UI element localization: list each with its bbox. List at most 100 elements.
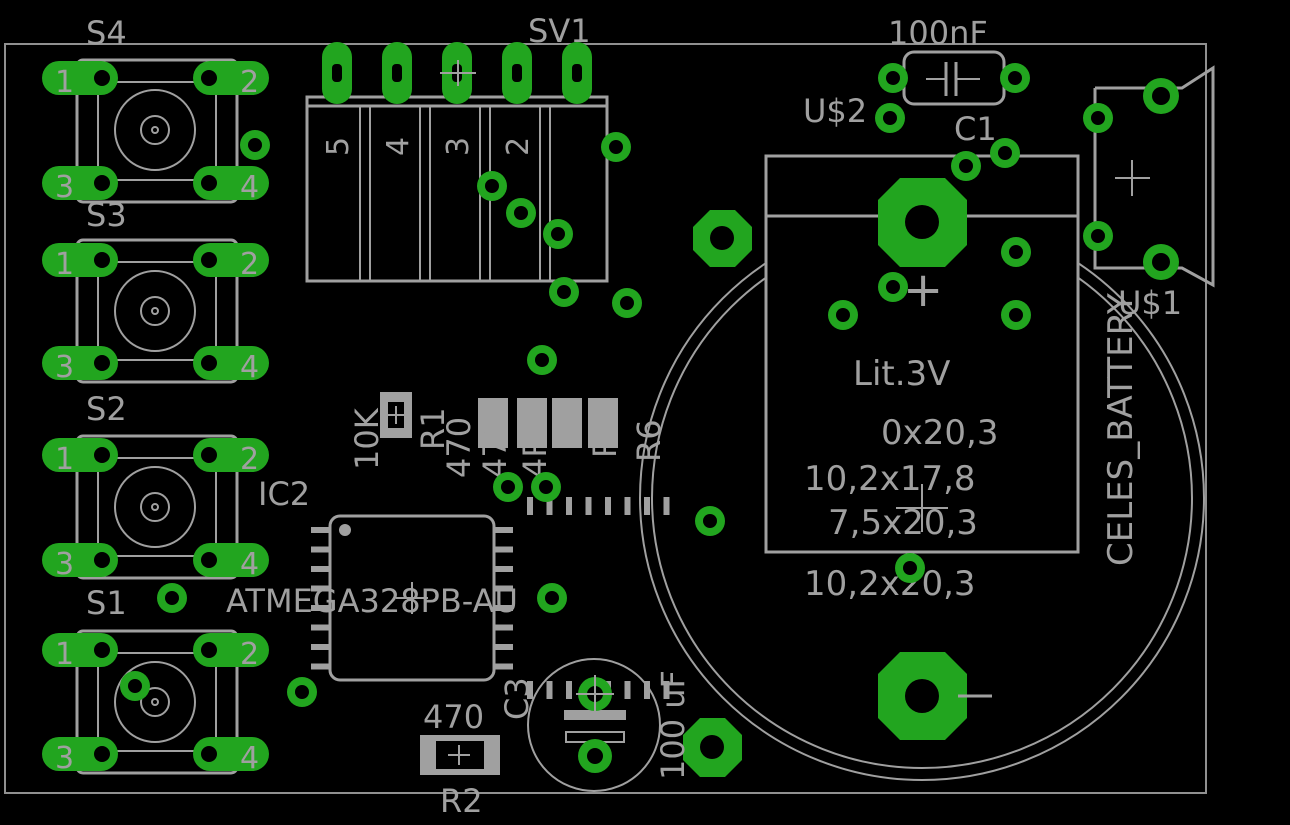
battery-dim-3: 7,5x20,3: [828, 503, 978, 543]
switch-s3[interactable]: 1 2 3 4: [42, 238, 269, 385]
ic-pin: [311, 644, 329, 650]
switch-s1[interactable]: 1 2 3 4: [42, 629, 269, 776]
board-outline: [4, 43, 1207, 794]
switch-s3-pin4: 4: [240, 350, 259, 385]
via-hole: [609, 140, 623, 154]
label-r4-value: 470: [476, 417, 514, 478]
ic-pin: [495, 546, 513, 553]
via-hole: [883, 111, 897, 125]
label-s4: S4: [86, 14, 127, 52]
resistor-r2[interactable]: [420, 735, 500, 775]
ic-pin: [546, 497, 553, 515]
via-hole: [1009, 308, 1023, 322]
switch-s3-pin1: 1: [55, 247, 74, 282]
capacitor-c3[interactable]: [527, 658, 661, 792]
battery-name: CELES_BATTERY: [1101, 293, 1141, 566]
switch-s4-pin1: 1: [55, 65, 74, 100]
label-u2: U$2: [803, 92, 867, 130]
ic-pin: [624, 497, 631, 515]
switch-s1-pin3: 3: [55, 741, 74, 776]
ic-pin: [566, 681, 572, 699]
ic-pin: [605, 497, 611, 515]
via-hole: [836, 308, 850, 322]
label-s3: S3: [86, 196, 127, 234]
via-hole: [557, 285, 571, 299]
ic-pin: [495, 605, 513, 611]
label-c3-value: 100 uF: [654, 670, 692, 780]
capacitor-c1[interactable]: [878, 50, 1030, 106]
switch-s2-pin1: 1: [55, 442, 74, 477]
chip-ic2[interactable]: [311, 497, 670, 699]
ic-pin: [311, 546, 329, 553]
label-r6: R6: [630, 419, 668, 462]
ic-pin: [311, 605, 329, 611]
ic-pin: [311, 566, 329, 572]
switch-s1-pin2: 2: [240, 637, 259, 672]
switch-s4-pin3: 3: [55, 170, 74, 205]
switch-s2-pin3: 3: [55, 547, 74, 582]
ic-pin: [644, 681, 650, 699]
via-group: [120, 103, 1031, 707]
via-hole: [1009, 245, 1023, 259]
battery-side-pads: [683, 210, 752, 777]
label-ic2: IC2: [258, 475, 310, 513]
resistor-r1[interactable]: [380, 392, 412, 438]
via-hole: [539, 480, 553, 494]
header-pin-5: 5: [321, 137, 356, 156]
via-hole: [998, 146, 1012, 160]
ic-pin: [495, 585, 513, 592]
label-ic2-value: ATMEGA328PB-AU: [226, 582, 518, 620]
switch-s3-pin2: 2: [240, 247, 259, 282]
label-sv1: SV1: [528, 12, 591, 50]
via-hole: [535, 353, 549, 367]
label-s1: S1: [86, 584, 127, 622]
ic-pin: [644, 497, 650, 515]
switch-s2-pin2: 2: [240, 442, 259, 477]
switch-s4-pin4: 4: [240, 170, 259, 205]
resistor-array[interactable]: [478, 398, 618, 448]
via-hole: [903, 561, 917, 575]
ic-pin: [663, 681, 670, 699]
label-r1-value: 10K: [348, 407, 386, 470]
ic-pin: [566, 497, 572, 515]
ic-pin: [495, 624, 513, 631]
header-pin-3: 3: [441, 137, 476, 156]
ic-pin: [527, 497, 533, 515]
ic-pin: [624, 681, 631, 699]
label-r2: R2: [440, 782, 483, 820]
label-r1: R1: [414, 407, 452, 450]
switch-s4[interactable]: 1 2 3 4: [42, 58, 269, 205]
via-hole: [551, 227, 565, 241]
ic-pin: [311, 663, 329, 670]
ic-pin: [311, 585, 329, 592]
via-hole: [514, 206, 528, 220]
via-hole: [620, 296, 634, 310]
ic-pin: [495, 644, 513, 650]
label-r3-value: 470: [440, 417, 478, 478]
label-c1: C1: [954, 110, 997, 148]
via-hole: [295, 685, 309, 699]
battery-dim-1: 0x20,3: [881, 413, 998, 453]
battery-type: Lit.3V: [853, 354, 950, 394]
via-hole: [485, 179, 499, 193]
ic-pin: [663, 497, 670, 515]
header-pin-2: 2: [501, 137, 536, 156]
ic-pin: [311, 624, 329, 631]
via-hole: [959, 159, 973, 173]
connector-u1[interactable]: [1083, 65, 1215, 288]
label-r2-value: 470: [423, 698, 484, 736]
header-sv1[interactable]: 5 4 3 2: [305, 42, 609, 283]
switch-s2-pin4: 4: [240, 547, 259, 582]
via-hole: [545, 591, 559, 605]
label-s2: S2: [86, 390, 127, 428]
battery-holder[interactable]: [639, 154, 1205, 781]
label-r5: R5: [586, 415, 624, 458]
via-hole: [165, 591, 179, 605]
battery-plus: +: [903, 262, 943, 318]
ic-pin: [311, 527, 329, 533]
switch-s1-pin1: 1: [55, 637, 74, 672]
label-r5-value: 4R0: [516, 415, 554, 478]
ic-pin: [585, 497, 592, 515]
switch-s2[interactable]: 1 2 3 4: [42, 434, 269, 582]
